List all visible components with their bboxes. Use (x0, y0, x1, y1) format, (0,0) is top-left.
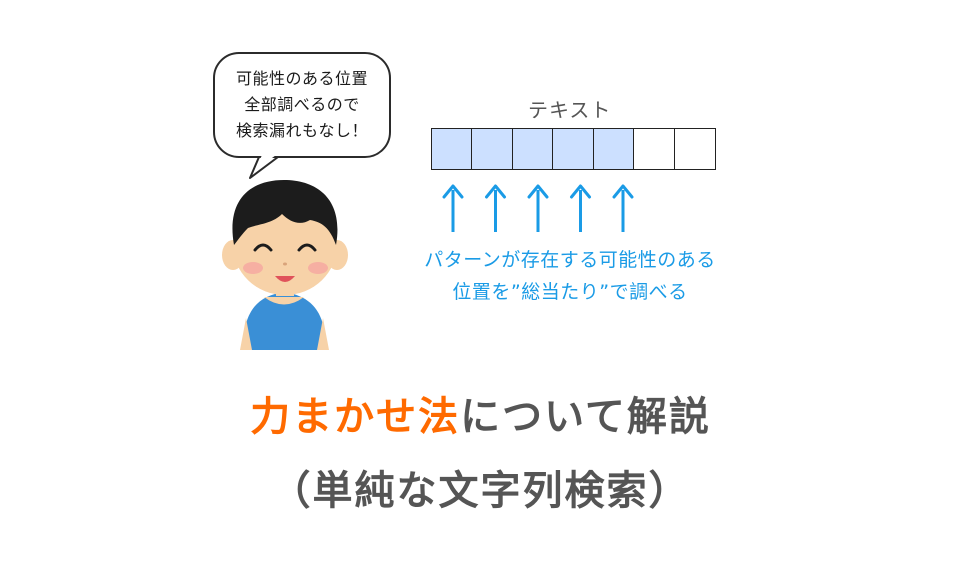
up-arrow-icon (570, 184, 591, 232)
page-subtitle: （単純な文字列検索） (270, 468, 691, 514)
caption-line-2: 位置を”総当たり”で調べる (452, 281, 688, 303)
text-cell (673, 128, 716, 170)
up-arrow-icon (612, 184, 634, 232)
speech-line-1: 可能性のある位置 (235, 69, 368, 88)
text-cell (633, 128, 675, 170)
up-arrow-icon (442, 184, 464, 232)
text-label: テキスト (528, 98, 612, 122)
speech-bubble: 可能性のある位置 全部調べるので 検索漏れもなし！ (213, 52, 391, 158)
speech-line-2: 全部調べるので (244, 95, 360, 114)
up-arrow-icon (527, 184, 549, 232)
page-title: 力まかせ法について解説 (0, 384, 961, 442)
text-cells (430, 128, 716, 170)
speech-line-3: 検索漏れもなし！ (235, 121, 368, 140)
title-rest: について解説 (460, 394, 711, 440)
title-accent: 力まかせ法 (250, 394, 461, 440)
text-cell (552, 128, 594, 170)
caption-line-1: パターンが存在する可能性のある (424, 249, 716, 271)
caption: パターンが存在する可能性のある 位置を”総当たり”で調べる (380, 244, 760, 308)
up-arrow-icon (485, 184, 506, 232)
